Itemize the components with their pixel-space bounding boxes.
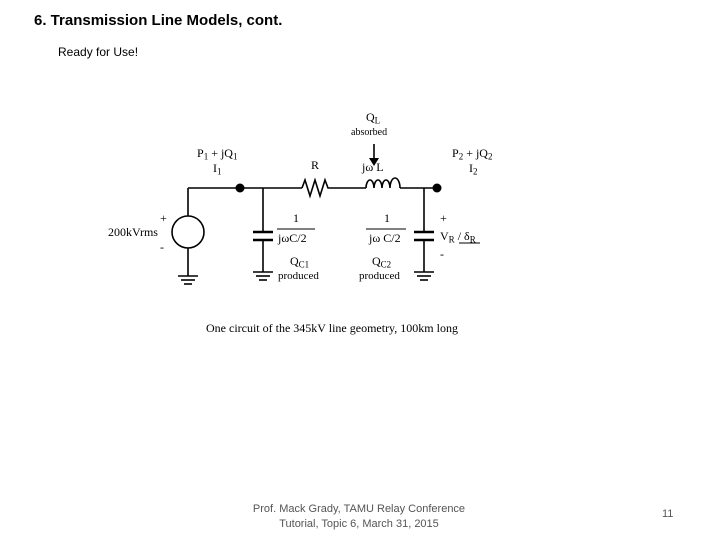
vr-minus: - <box>440 247 444 261</box>
voltage-source <box>171 215 205 249</box>
ground-cap2 <box>414 271 434 281</box>
source-voltage-label: 200kVrms <box>108 225 158 239</box>
node-left <box>235 183 245 193</box>
ground-cap1 <box>253 271 273 281</box>
p1-label: P1 + jQ1 <box>197 146 238 162</box>
slide-subtitle: Ready for Use! <box>58 45 139 59</box>
ql-label: QL <box>366 110 381 126</box>
footer-line-1: Prof. Mack Grady, TAMU Relay Conference <box>252 503 466 515</box>
slide-title: 6. Transmission Line Models, cont. <box>34 12 283 29</box>
inductor-label: jω L <box>362 160 384 174</box>
produced1-label: produced <box>278 270 319 282</box>
vr-plus: + <box>440 211 447 225</box>
c1-numerator: 1 <box>293 211 299 225</box>
node-right <box>432 183 442 193</box>
p2-label: P2 + jQ2 <box>452 146 493 162</box>
c1-denominator: jωC/2 <box>278 231 307 245</box>
c2-numerator: 1 <box>384 211 390 225</box>
source-minus: - <box>160 240 164 254</box>
qc2-label: QC2 <box>372 254 392 270</box>
i1-label: I1 <box>213 161 222 177</box>
produced2-label: produced <box>359 270 400 282</box>
footer: Prof. Mack Grady, TAMU Relay Conference … <box>230 502 488 532</box>
qc1-label: QC1 <box>290 254 310 270</box>
footer-line-2: Tutorial, Topic 6, March 31, 2015 <box>279 518 439 530</box>
resistor-zigzag <box>301 177 330 199</box>
absorbed-label: absorbed <box>351 127 388 138</box>
resistor-label: R <box>311 158 320 172</box>
i2-label: I2 <box>469 161 478 177</box>
source-plus: + <box>160 211 167 225</box>
ql-arrowhead <box>369 158 379 166</box>
c2-denominator: jω C/2 <box>369 231 401 245</box>
inductor-coil <box>365 177 401 189</box>
vr-label: VR / δR <box>440 229 476 245</box>
page-number: 11 <box>662 508 674 520</box>
ground-source <box>178 275 198 285</box>
circuit-caption: One circuit of the 345kV line geometry, … <box>206 321 458 335</box>
